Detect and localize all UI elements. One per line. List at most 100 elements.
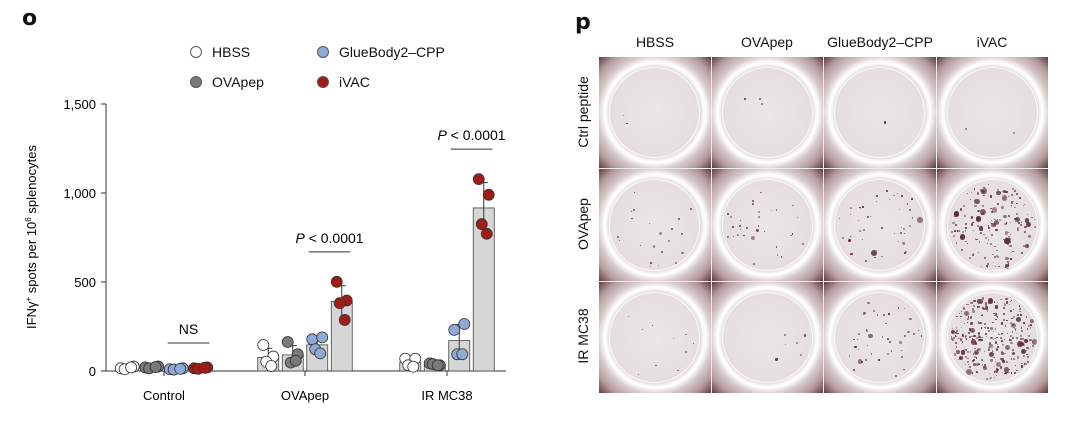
spot — [903, 369, 905, 371]
spot — [680, 233, 683, 236]
spot — [993, 314, 995, 316]
spot — [977, 320, 980, 323]
y-tick-label: 500 — [74, 275, 96, 290]
spot — [955, 223, 958, 226]
spot — [965, 337, 968, 340]
spot — [983, 191, 985, 193]
spot — [954, 331, 957, 335]
spot — [991, 207, 997, 213]
spot — [1025, 338, 1027, 341]
spot — [1031, 217, 1033, 219]
spot — [967, 351, 969, 353]
spot — [963, 348, 965, 351]
spot — [866, 215, 869, 218]
spot — [966, 369, 972, 375]
spot — [1017, 221, 1020, 224]
spot — [853, 338, 855, 341]
spot — [964, 363, 966, 365]
spot — [970, 302, 973, 305]
spot — [974, 188, 976, 190]
spot — [972, 353, 975, 355]
spot — [1004, 231, 1009, 235]
spot — [994, 365, 996, 367]
spot — [991, 349, 994, 352]
spot — [978, 339, 981, 342]
spot — [751, 203, 755, 206]
spot — [1029, 340, 1032, 342]
spot — [1004, 238, 1010, 244]
spot — [994, 256, 997, 259]
elispot-well — [936, 169, 1048, 281]
spot — [890, 350, 892, 352]
spot — [1022, 338, 1024, 340]
spot — [892, 194, 895, 197]
legend-marker — [190, 46, 202, 58]
spot — [995, 318, 997, 321]
spot — [1022, 350, 1025, 353]
spot — [980, 314, 983, 317]
spot — [978, 251, 980, 253]
x-tick-label: Control — [143, 388, 185, 403]
spot — [1003, 313, 1006, 315]
spot — [1024, 226, 1027, 229]
spot — [1007, 232, 1009, 234]
spot — [785, 344, 787, 346]
spot — [648, 222, 651, 225]
spot — [1012, 132, 1016, 135]
legend-marker — [317, 76, 329, 88]
spot — [1016, 369, 1018, 372]
spot — [1001, 371, 1004, 373]
spot — [950, 230, 954, 234]
spot — [959, 234, 965, 240]
spot — [692, 342, 695, 345]
spot — [618, 239, 621, 242]
spot — [960, 350, 966, 355]
elispot-well — [824, 169, 936, 281]
spot — [1004, 303, 1007, 306]
spot — [889, 341, 891, 343]
spot — [1014, 190, 1017, 192]
spot — [995, 313, 998, 316]
spot — [1009, 241, 1012, 243]
spot — [650, 261, 653, 264]
data-point — [330, 275, 343, 288]
spot — [1006, 319, 1008, 321]
spot — [993, 339, 995, 341]
spot — [997, 203, 1000, 206]
spot — [864, 311, 867, 314]
row-label: IR MC38 — [575, 308, 591, 364]
spot — [775, 209, 778, 211]
spot — [977, 298, 984, 305]
spot — [997, 368, 1000, 371]
spot — [998, 265, 1000, 268]
spot — [899, 232, 902, 235]
spot — [964, 334, 967, 337]
column-label: iVAC — [976, 34, 1008, 50]
spot — [800, 354, 803, 356]
spot — [903, 227, 906, 230]
spot — [1003, 214, 1007, 218]
spot — [858, 206, 861, 209]
spot — [1010, 258, 1013, 260]
spot — [988, 342, 991, 345]
spot — [955, 342, 957, 344]
spot — [999, 366, 1003, 369]
spot — [1021, 365, 1023, 367]
spot — [954, 335, 956, 337]
spot — [983, 322, 986, 325]
spot — [1026, 221, 1032, 227]
data-point — [125, 361, 138, 374]
data-point — [475, 218, 488, 231]
spot — [986, 310, 989, 312]
spot — [848, 355, 851, 358]
spot — [973, 362, 977, 366]
legend-marker — [317, 46, 329, 58]
spot — [771, 209, 773, 212]
spot — [657, 264, 660, 267]
spot — [1030, 324, 1033, 327]
spot — [969, 328, 972, 331]
spot — [1008, 236, 1011, 239]
legend-label: HBSS — [212, 44, 251, 60]
spot — [887, 353, 890, 356]
spot — [975, 217, 978, 220]
